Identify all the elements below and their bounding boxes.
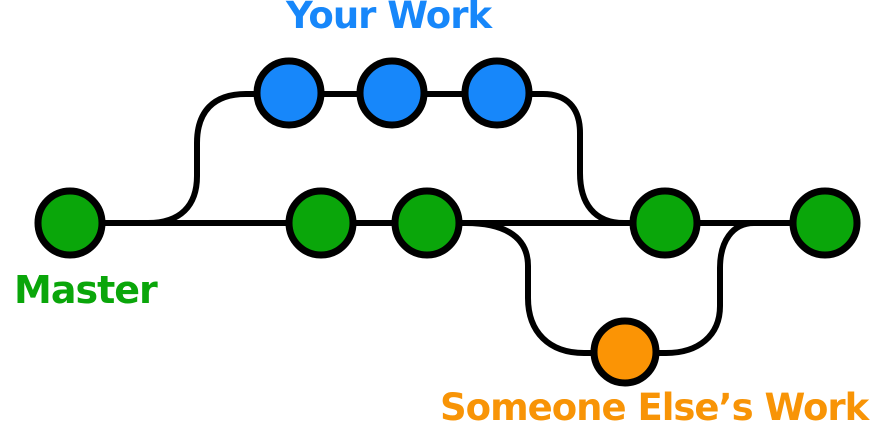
master-commit-node: [391, 187, 463, 259]
master-commit-node: [34, 187, 106, 259]
your-work-commit-node: [253, 57, 325, 129]
master-commit-node: [629, 187, 701, 259]
someone-else-commit-node: [590, 317, 660, 387]
master-branch-label: Master: [14, 268, 158, 312]
someone-else-branch-label: Someone Else’s Work: [440, 386, 869, 429]
master-commit-node: [285, 187, 357, 259]
your-work-commit-node: [356, 57, 428, 129]
your-work-branch-label: Your Work: [286, 0, 492, 37]
someone-else-branch-line: [463, 220, 757, 356]
your-work-branch-line: [145, 91, 627, 226]
master-commit-node: [789, 187, 861, 259]
your-work-commit-node: [461, 57, 533, 129]
